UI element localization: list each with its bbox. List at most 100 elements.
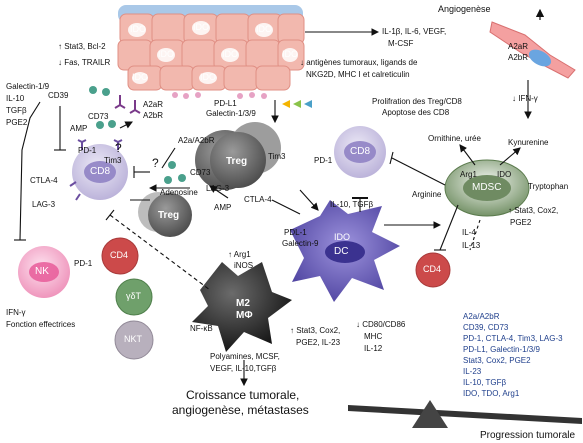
question-mark-1: ?: [115, 142, 122, 156]
left-factor-tgfb: TGFβ: [6, 106, 27, 115]
left-factor-il10: IL-10: [6, 94, 24, 103]
left-factor-pge2: PGE2: [6, 118, 27, 127]
endothelial-a2br: A2bR: [508, 53, 528, 62]
kynurenine-label: Kynurenine: [508, 138, 548, 147]
m2-vegf: VEGF, IL-10,TGFβ: [210, 364, 276, 373]
endothelial-cell: [490, 10, 575, 78]
cd8-left-tim3: Tim3: [104, 156, 121, 165]
cd8-left-pd1: PD-1: [78, 146, 96, 155]
tumor-ido-label: IDO: [158, 49, 174, 59]
m2-polyamines: Polyamines, MCSF,: [210, 352, 280, 361]
tumor-ido-label: IDO: [200, 72, 216, 82]
dc-pge2: PGE2, IL-23: [296, 338, 340, 347]
nk-label: NK: [35, 266, 49, 278]
m2-inos: iNOS: [234, 261, 253, 270]
cd8-right-pd1: PD-1: [314, 156, 332, 165]
m2-nfkb: NF-κB: [190, 324, 213, 333]
tumor-pdl1: PD-L1: [214, 99, 237, 108]
mdsc-label: MDSC: [472, 182, 501, 194]
nk-ifn: IFN-γ: [6, 308, 26, 317]
treg-amp: AMP: [214, 203, 231, 212]
endothelial-a2ar: A2aR: [508, 42, 528, 51]
progression-item: CD39, CD73: [463, 323, 508, 332]
apoptose-cd8: Apoptose des CD8: [382, 108, 449, 117]
tumor-ido-label: IDO: [132, 72, 148, 82]
mdsc-pge2: PGE2: [510, 218, 531, 227]
dc-label: DC: [334, 246, 348, 258]
amp-label: AMP: [70, 124, 87, 133]
dc-ido: IDO: [334, 232, 350, 242]
cd8-right-label: CD8: [350, 146, 370, 158]
dc-mhc: MHC: [364, 332, 382, 341]
ornithine-label: Ornithine, urée: [428, 134, 481, 143]
treg-lag3: LAG-3: [206, 184, 229, 193]
progression-item: IL-23: [463, 367, 481, 376]
tumor-fas: ↓ Fas, TRAILR: [58, 58, 110, 67]
gdt-label: γδT: [126, 291, 141, 301]
tumor-ido-label: IDO: [256, 24, 272, 34]
dc-il12: IL-12: [364, 344, 382, 353]
cd8-left-lag3: LAG-3: [32, 200, 55, 209]
tumor-antigens: ↓ antigènes tumoraux, ligands de: [300, 58, 417, 67]
treg-a2a-a2b: A2a/A2bR: [178, 136, 214, 145]
nk-fonction: Fonction effectrices: [6, 320, 75, 329]
treg-cd73: CD73: [190, 168, 210, 177]
dc-cd80: ↓ CD80/CD86: [356, 320, 405, 329]
outcome-line1: Croissance tumorale,: [186, 389, 299, 403]
tumor-galectin: Galectin-1/3/9: [206, 109, 256, 118]
galectin-triangles: [282, 100, 312, 108]
mdsc-il4: IL-4: [462, 228, 476, 237]
progression-item: PD-L1, Galectin-1/3/9: [463, 345, 540, 354]
tumor-antigens-2: NKG2D, MHC I et calreticulin: [306, 70, 410, 79]
progression-item: IDO, TDO, Arg1: [463, 389, 519, 398]
tryptophan-label: Tryptophan: [528, 182, 568, 191]
tumor-ido-label: IDO: [130, 24, 146, 34]
a2ar-label: A2aR: [143, 100, 163, 109]
dc-galectin9: Galectin-9: [282, 239, 318, 248]
treg-tim3: Tim3: [268, 152, 285, 161]
tumor-ido-label: IDO: [282, 49, 298, 59]
treg-small-label: Treg: [158, 210, 179, 222]
cd8-left-label: CD8: [90, 166, 110, 178]
tumor-stat3: ↑ Stat3, Bcl-2: [58, 42, 106, 51]
seesaw: [348, 400, 582, 428]
prolif-treg: Prolifration des Treg/CD8: [372, 97, 462, 106]
question-mark-2: ?: [152, 157, 159, 171]
tumor-ido-label: IDO: [193, 22, 209, 32]
mdsc-ifn: ↓ IFN-γ: [512, 94, 538, 103]
mdsc-arg1: Arg1: [460, 170, 477, 179]
a2br-label: A2bR: [143, 111, 163, 120]
mdsc-stat3: ↑ Stat3, Cox2,: [508, 206, 558, 215]
progression-item: PD-1, CTLA-4, Tim3, LAG-3: [463, 334, 563, 343]
m2-mphi-label: MΦ: [236, 310, 253, 322]
m2-label: M2: [236, 298, 250, 310]
nkt-label: NKT: [124, 334, 142, 344]
cd8-left-ctla4: CTLA-4: [30, 176, 58, 185]
nk-pd1: PD-1: [74, 259, 92, 268]
m2-arg1: ↑ Arg1: [228, 250, 251, 259]
mdsc-il13: IL-13: [462, 241, 480, 250]
arginine-label: Arginine: [412, 190, 441, 199]
progression-item: Stat3, Cox2, PGE2: [463, 356, 531, 365]
progression-item: A2a/A2bR: [463, 312, 499, 321]
cd73-label: CD73: [88, 112, 108, 121]
dc-pdl1: PDL-1: [284, 228, 307, 237]
treg-ctla4: CTLA-4: [244, 195, 272, 204]
adenosine-label: Adenosine: [160, 188, 198, 197]
tumor-mass: [118, 5, 304, 99]
tumor-secreted-2: M-CSF: [388, 39, 413, 48]
progression-label: Progression tumorale: [480, 430, 575, 442]
tumor-secreted: IL-1β, IL-6, VEGF,: [382, 27, 446, 36]
mdsc-ido: IDO: [497, 170, 511, 179]
outcome-line2: angiogenèse, métastases: [172, 404, 309, 418]
dc-stat3: ↑ Stat3, Cox2,: [290, 326, 340, 335]
angiogenese-label: Angiogenèse: [438, 4, 491, 14]
progression-item: IL-10, TGFβ: [463, 378, 506, 387]
cd4-small-label: CD4: [110, 250, 128, 260]
tumor-ido-label: IDO: [222, 49, 238, 59]
dc-il10: IL-10, TGFβ: [330, 200, 373, 209]
left-factor-galectin: Galectin-1/9: [6, 82, 49, 91]
cd39-label: CD39: [48, 91, 68, 100]
treg-big-label: Treg: [226, 156, 247, 168]
